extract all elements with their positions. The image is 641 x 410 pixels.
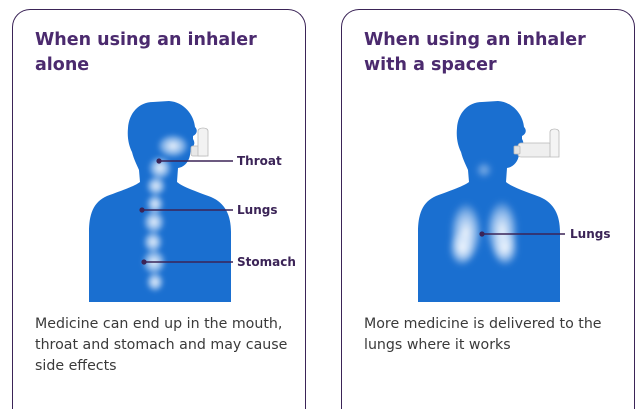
panel-caption: More medicine is delivered to the lungs … — [364, 314, 626, 356]
callout-lungs: Lungs — [570, 227, 610, 241]
panel-caption: Medicine can end up in the mouth, throat… — [35, 314, 297, 377]
panel-inhaler-alone: When using an inhaler alone — [12, 9, 306, 409]
callout-throat: Throat — [237, 154, 282, 168]
callout-lungs: Lungs — [237, 203, 277, 217]
callout-stomach: Stomach — [237, 255, 296, 269]
panel-inhaler-with-spacer: When using an inhaler with a spacer — [341, 9, 635, 409]
body-silhouette — [418, 101, 560, 302]
